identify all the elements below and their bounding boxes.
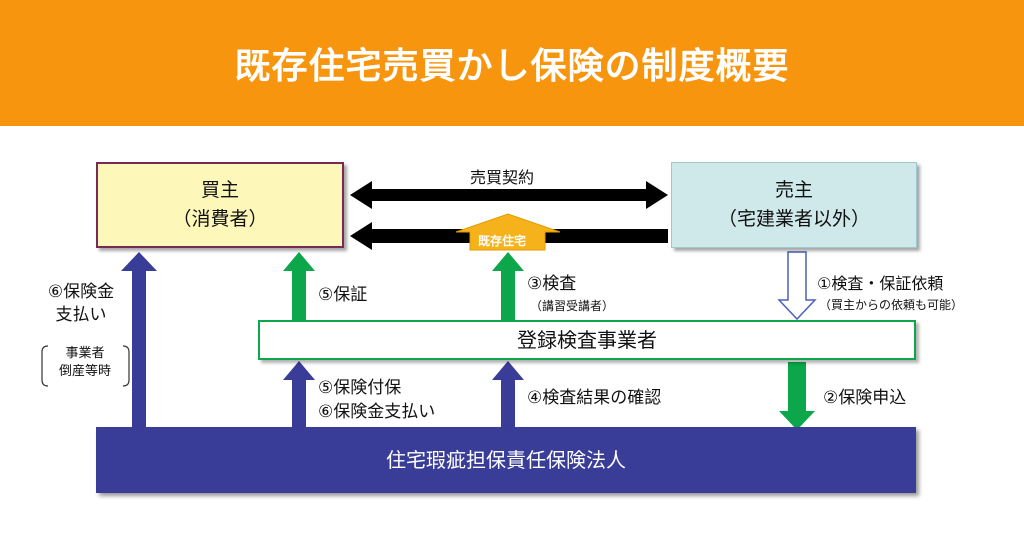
request-arrow xyxy=(777,251,817,321)
step6-left-label: ⑥保険金 支払い xyxy=(38,281,124,327)
result-check-arrow xyxy=(492,361,524,427)
insurer-name: 住宅瑕疵担保責任保険法人 xyxy=(386,447,626,472)
house-badge-shape xyxy=(455,213,561,251)
insurer-box: 住宅瑕疵担保責任保険法人 xyxy=(96,427,916,493)
page-title: 既存住宅売買かし保険の制度概要 xyxy=(234,46,790,87)
step6-pay-label: ⑥保険金支払い xyxy=(318,402,436,422)
seller-sub: （宅建業者以外） xyxy=(717,208,870,230)
condition-bracket-left xyxy=(41,345,49,387)
step2-label: ②保険申込 xyxy=(823,388,907,408)
buyer-box: 買主 （消費者） xyxy=(96,162,344,248)
contract-double-arrow xyxy=(350,181,668,209)
step6-condition: 事業者 倒産等時 xyxy=(47,345,123,380)
step4-label: ④検査結果の確認 xyxy=(527,388,662,408)
step3-label: ③検査 xyxy=(527,274,577,294)
house-badge-label: 既存住宅 xyxy=(478,234,527,248)
step5-guarantee-label: ⑤保証 xyxy=(318,285,368,305)
seller-box: 売主 （宅建業者以外） xyxy=(671,162,917,248)
step3-note: （講習受講者） xyxy=(530,299,615,313)
step5-insure-label: ⑤保険付保 xyxy=(318,378,402,398)
inspection-arrow xyxy=(492,252,524,320)
buyer-sub: （消費者） xyxy=(172,208,268,230)
contract-label: 売買契約 xyxy=(470,168,535,187)
guarantee-arrow xyxy=(283,252,315,320)
step6-condition-line1: 事業者 xyxy=(65,346,105,361)
application-arrow xyxy=(779,362,815,430)
inspector-name: 登録検査事業者 xyxy=(517,327,657,352)
title-banner: 既存住宅売買かし保険の制度概要 xyxy=(0,0,1024,126)
buyer-name: 買主 xyxy=(200,178,239,201)
step6-condition-line2: 倒産等時 xyxy=(58,363,111,379)
step6-left-line2: 支払い xyxy=(55,304,107,325)
inspector-box: 登録検査事業者 xyxy=(258,320,916,360)
step6-left-line1: ⑥保険金 xyxy=(47,282,115,302)
seller-name: 売主 xyxy=(774,178,813,201)
payment-left-arrow xyxy=(121,252,157,427)
condition-bracket-right xyxy=(122,345,130,387)
insure-arrow xyxy=(283,361,315,427)
step1-label: ①検査・保証依頼 xyxy=(817,274,944,293)
step1-note: （買主からの依頼も可能） xyxy=(819,298,964,312)
